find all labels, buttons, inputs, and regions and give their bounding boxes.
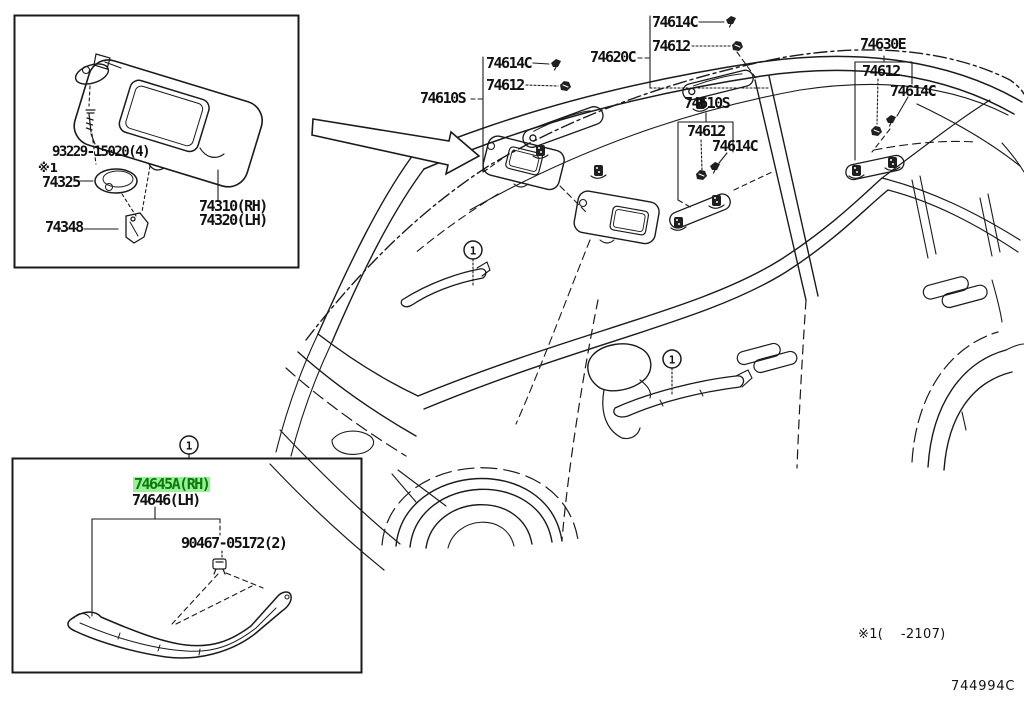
assist-grip-front-door <box>401 262 490 307</box>
sun-visor-front <box>481 134 566 192</box>
screw-icon <box>86 110 95 132</box>
footnote-mark: ※1 <box>38 161 59 175</box>
front-door-handle <box>736 338 798 377</box>
part-label-front-screw[interactable]: 74612 <box>486 76 525 94</box>
part-label-visor-hook[interactable]: 74348 <box>45 218 84 236</box>
mirror-ring-drawing <box>95 169 137 193</box>
figure-code: 744994C <box>951 679 1016 694</box>
inset-top-leader-lines <box>80 86 218 229</box>
roof-rail-garnish-rear <box>681 69 755 102</box>
inset-bottom-box: 1 <box>13 436 362 673</box>
part-label-rear-garnish[interactable]: 74630E <box>860 35 907 53</box>
part-label-mid-rail[interactable]: 74610S <box>684 94 731 112</box>
part-label-moulding-rh-highlighted[interactable]: 74645A(RH) <box>133 475 211 493</box>
part-label-visor-lh[interactable]: 74320(LH) <box>199 211 268 229</box>
inset-bottom-leader-lines <box>92 507 263 624</box>
part-label-front-clip[interactable]: 74614C <box>486 54 533 72</box>
footnote-remark: ※1( -2107) <box>858 627 946 642</box>
roof-moulding-drawing <box>68 592 291 658</box>
part-label-center-rail[interactable]: 74620C <box>590 48 637 66</box>
rear-door-handle <box>922 271 989 313</box>
part-label-moulding-clip[interactable]: 90467-05172(2) <box>181 534 288 552</box>
assist-grip-rear-door <box>614 370 752 417</box>
callout-circle-front-grip[interactable]: 1 <box>464 241 482 287</box>
part-label-center-screw[interactable]: 74612 <box>652 37 691 55</box>
part-label-moulding-lh[interactable]: 74646(LH) <box>132 491 201 509</box>
part-label-visor-rh[interactable]: 74310(RH) <box>199 197 268 215</box>
visor-pivot-bracket <box>73 54 121 88</box>
part-label-front-rail[interactable]: 74610S <box>420 89 467 107</box>
part-label-rear-screw[interactable]: 74612 <box>862 62 901 80</box>
assist-grip-mid <box>667 192 732 231</box>
roof-garnish-rear-quarter <box>844 154 905 181</box>
part-label-rear-clip[interactable]: 74614C <box>890 82 937 100</box>
sun-visor-drawing <box>68 54 267 243</box>
callout-circle-inset[interactable]: 1 <box>180 436 198 459</box>
part-label-mid-screw[interactable]: 74612 <box>687 122 726 140</box>
leader-lines <box>414 16 976 424</box>
car-line-art <box>270 50 1024 570</box>
roof-rail-garnish-front <box>520 104 605 150</box>
callout-number: 1 <box>470 245 477 258</box>
callout-number: 1 <box>186 440 193 453</box>
part-label-mirror-ring[interactable]: 74325 <box>42 173 81 191</box>
sun-visor-second <box>573 190 661 246</box>
callout-number: 1 <box>669 354 676 367</box>
visor-hook-drawing <box>126 213 148 243</box>
door-mirror-drawing <box>588 344 651 439</box>
moulding-clip-drawing <box>213 559 226 574</box>
callout-circle-rear-grip[interactable]: 1 <box>663 350 681 396</box>
part-label-mid-clip[interactable]: 74614C <box>712 137 759 155</box>
part-label-screw[interactable]: 93229-15020(4) <box>52 144 151 160</box>
part-label-center-clip[interactable]: 74614C <box>652 13 699 31</box>
inset-top-box <box>15 16 299 268</box>
pointer-arrow <box>312 119 479 174</box>
